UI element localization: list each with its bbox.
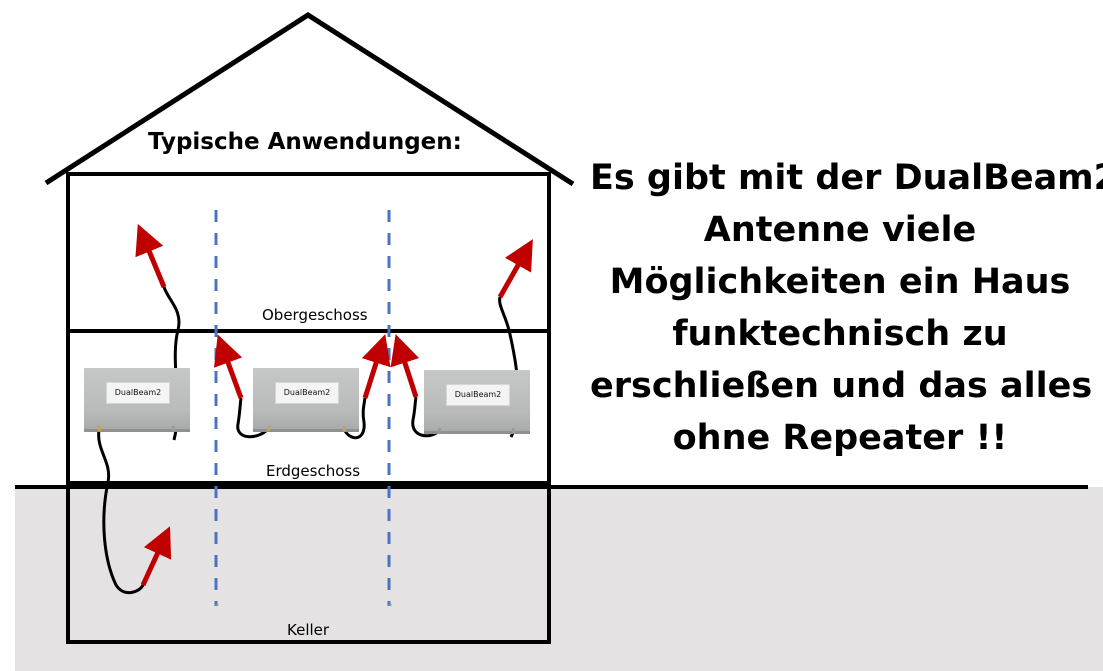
cable-device1-cellar (97, 429, 145, 595)
dualbeam2-device-2: DualBeam2 (253, 368, 359, 432)
signal-arrow-icon (213, 334, 244, 399)
cable-device2-right (343, 397, 367, 440)
roof (44, 12, 575, 187)
connector-icon (98, 426, 101, 431)
connector-icon (438, 428, 441, 433)
signal-arrow-icon (135, 223, 167, 288)
floor-label-cellar: Keller (287, 621, 330, 639)
floor-label-upper: Obergeschoss (262, 306, 368, 324)
signal-arrow-icon (390, 334, 420, 398)
connector-icon (267, 426, 270, 431)
headline-line: Möglichkeiten ein Haus (609, 262, 1071, 302)
diagram-title: Typische Anwendungen: (148, 129, 462, 155)
dualbeam2-device-3: DualBeam2 (424, 370, 530, 434)
connector-icon (172, 426, 175, 431)
headline-line: funktechnisch zu (672, 314, 1008, 354)
device-label: DualBeam2 (275, 382, 339, 404)
floor-label-ground: Erdgeschoss (266, 462, 361, 480)
device-label: DualBeam2 (106, 382, 170, 404)
headline-line: Antenne viele (703, 210, 977, 250)
headline-line: Es gibt mit der DualBeam2- (590, 158, 1103, 198)
signal-arrow-icon (497, 239, 533, 299)
signal-arrow-icon (140, 526, 172, 587)
house-walls (66, 172, 551, 644)
cable-device3-left (411, 396, 443, 438)
connector-icon (343, 426, 346, 431)
headline-line: erschließen und das alles (590, 366, 1093, 406)
device-label: DualBeam2 (446, 384, 510, 406)
headline-text: Es gibt mit der DualBeam2- Antenne viele… (590, 152, 1103, 464)
dualbeam2-device-1: DualBeam2 (84, 368, 190, 432)
headline-line: ohne Repeater !! (672, 418, 1008, 458)
cable-device2-left (236, 397, 270, 439)
signal-arrow-icon (361, 334, 391, 399)
connector-icon (512, 428, 515, 433)
